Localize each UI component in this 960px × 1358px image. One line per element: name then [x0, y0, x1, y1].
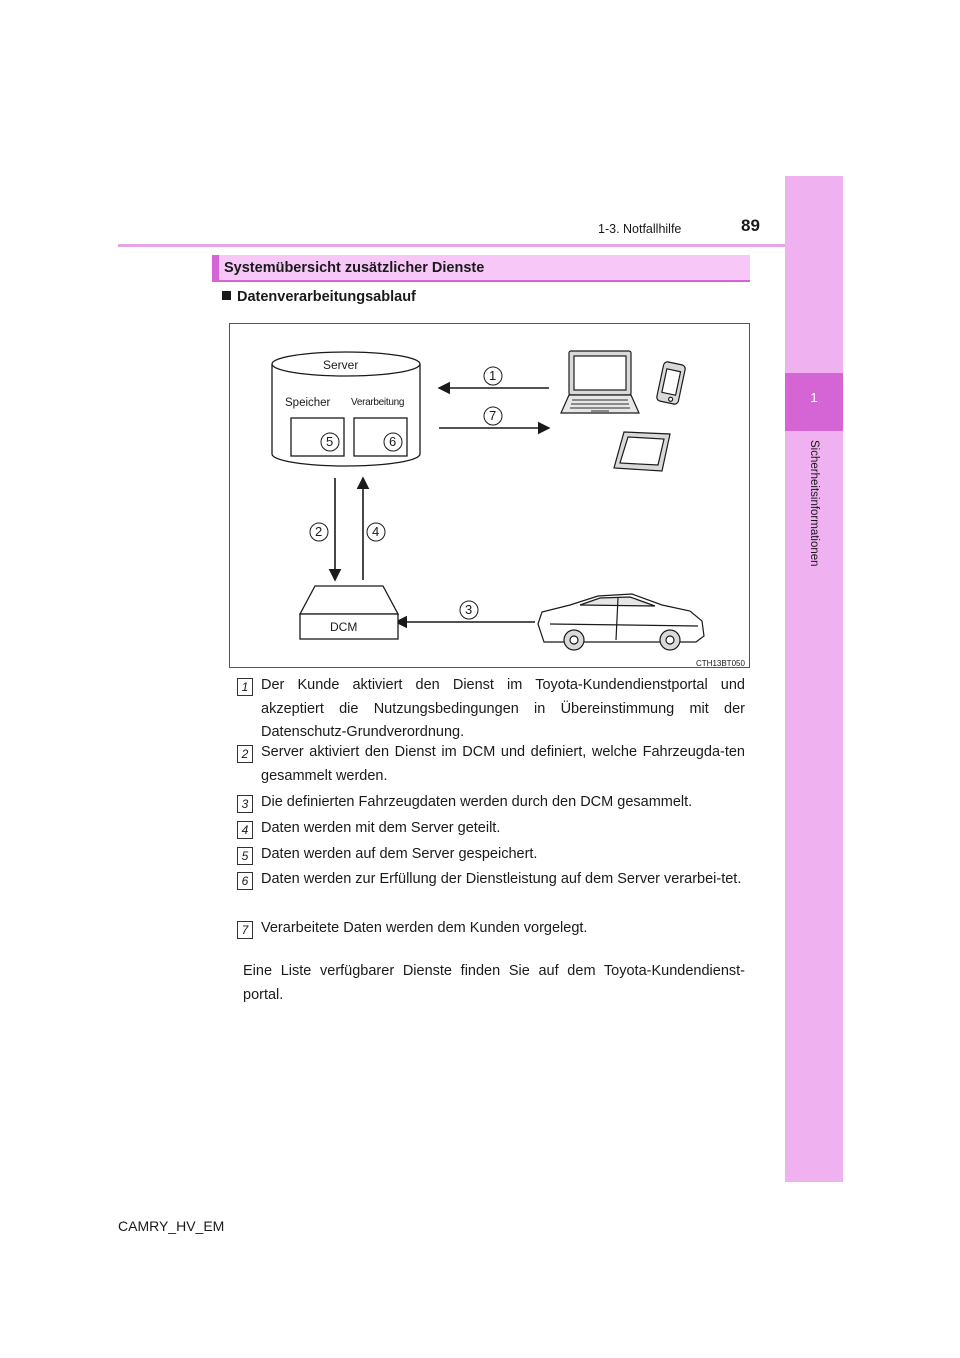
- callout-2: 2: [315, 524, 322, 539]
- step-text: Der Kunde aktiviert den Dienst im Toyota…: [261, 674, 745, 745]
- smartphone-icon: [656, 361, 686, 405]
- callout-6: 6: [389, 434, 396, 449]
- storage-label: Speicher: [285, 397, 330, 409]
- step-number: 5: [237, 847, 253, 865]
- step-text: Die definierten Fahrzeugdaten werden dur…: [261, 791, 745, 815]
- section-title: Systemübersicht zusätzlicher Dienste: [224, 260, 484, 276]
- page-number: 89: [741, 216, 760, 236]
- step-number: 3: [237, 795, 253, 813]
- header-rule: [118, 244, 785, 247]
- side-tab-number: 1: [785, 390, 843, 405]
- step-number: 6: [237, 872, 253, 890]
- dcm-label: DCM: [330, 620, 357, 634]
- figure-code: CTH13BT050: [696, 659, 745, 668]
- laptop-icon: [561, 351, 639, 413]
- server-label: Server: [323, 358, 358, 372]
- step-number: 2: [237, 745, 253, 763]
- side-tab-label: Sicherheitsinformationen: [800, 440, 828, 567]
- step-number: 4: [237, 821, 253, 839]
- callout-1: 1: [489, 368, 496, 383]
- chapter-title: 1-3. Notfallhilfe: [598, 222, 681, 236]
- step-text: Verarbeitete Daten werden dem Kunden vor…: [261, 917, 745, 941]
- callout-4: 4: [372, 524, 379, 539]
- callout-3: 3: [465, 602, 472, 617]
- square-bullet-icon: [222, 291, 231, 300]
- footer-code: CAMRY_HV_EM: [118, 1218, 224, 1234]
- callout-5: 5: [326, 434, 333, 449]
- step-text: Daten werden auf dem Server gespeichert.: [261, 843, 745, 867]
- callout-7: 7: [489, 408, 496, 423]
- step-text: Server aktiviert den Dienst im DCM und d…: [261, 741, 745, 788]
- processing-label: Verarbeitung: [351, 397, 404, 408]
- step-text: Daten werden zur Erfüllung der Dienstlei…: [261, 868, 745, 892]
- chapter-side-tab: [785, 176, 843, 1182]
- step-number: 7: [237, 921, 253, 939]
- tablet-icon: [614, 432, 670, 471]
- subheading: Datenverarbeitungsablauf: [222, 289, 416, 305]
- subheading-text: Datenverarbeitungsablauf: [237, 289, 416, 305]
- data-flow-diagram: Server Speicher Verarbeitung DCM CTH13BT…: [229, 323, 750, 668]
- step-number: 1: [237, 678, 253, 696]
- car-icon: [538, 594, 704, 650]
- note-text: Eine Liste verfügbarer Dienste finden Si…: [243, 960, 745, 1007]
- step-text: Daten werden mit dem Server geteilt.: [261, 817, 745, 841]
